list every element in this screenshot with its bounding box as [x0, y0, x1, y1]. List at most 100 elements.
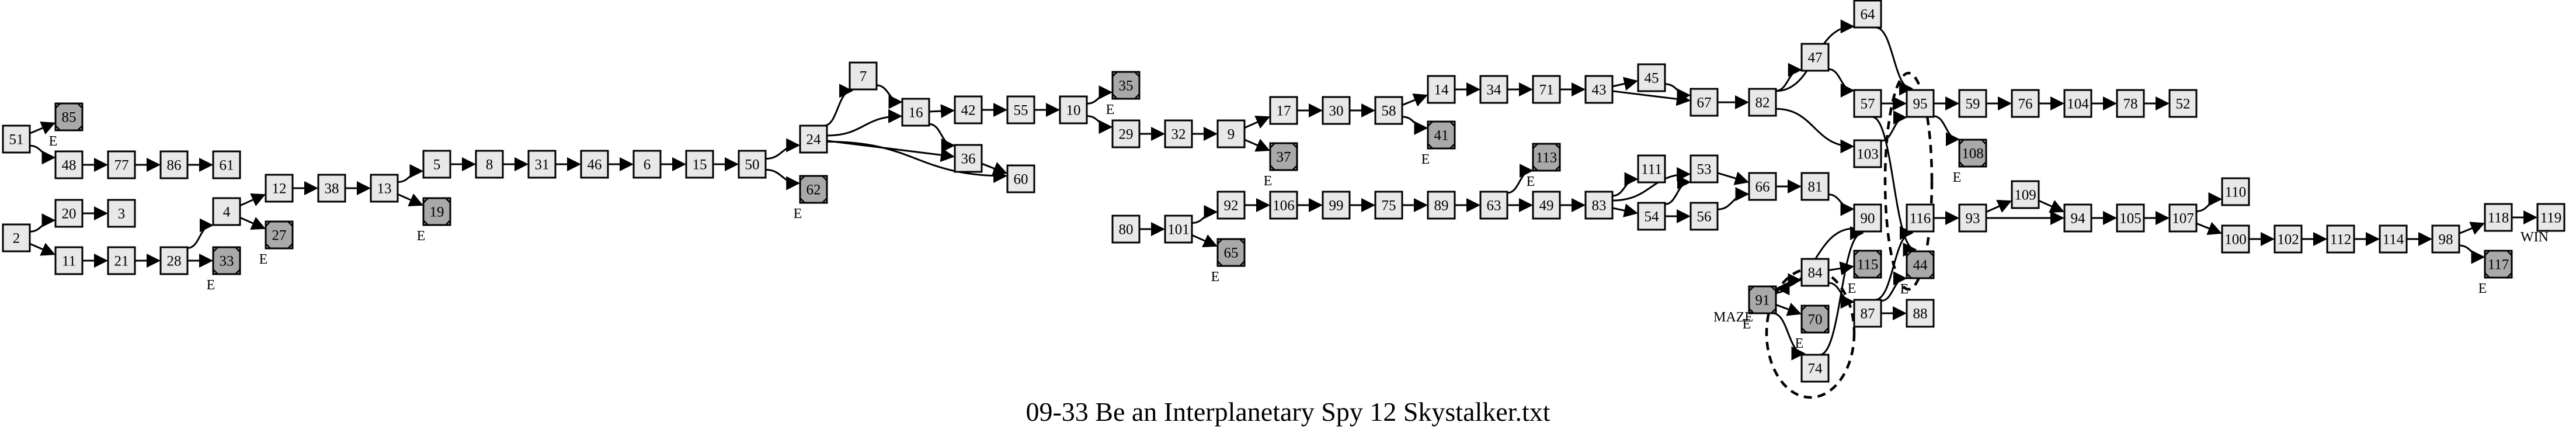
edge-24-to-36 — [826, 140, 955, 162]
edge-36-to-60 — [981, 162, 1007, 175]
node-61-label: 61 — [220, 158, 234, 174]
edge-9-to-17 — [1244, 116, 1271, 129]
edge-45-to-67 — [1664, 83, 1691, 102]
node-100-label: 100 — [2224, 232, 2247, 248]
end-tag-33: E — [207, 278, 215, 293]
node-105: 105 — [2116, 203, 2145, 233]
node-99-box — [1322, 191, 1351, 220]
node-42-box — [954, 95, 983, 124]
edge-47-to-57 — [1828, 68, 1855, 98]
node-45-label: 45 — [1645, 71, 1659, 86]
node-60-label: 60 — [1014, 172, 1028, 188]
edge-103-to-95 — [1880, 110, 1907, 142]
node-9-label: 9 — [1228, 127, 1235, 143]
edge-64-to-95 — [1875, 26, 1913, 96]
node-101: 101 — [1164, 214, 1193, 244]
node-74: 74 — [1800, 354, 1830, 383]
node-42: 42 — [954, 95, 983, 124]
node-107: 107 — [2168, 203, 2198, 233]
end-node-corner — [445, 220, 451, 226]
node-51-label: 51 — [9, 132, 24, 148]
end-tag-115: E — [1848, 281, 1857, 296]
node-56-label: 56 — [1697, 209, 1712, 225]
node-4: 4 — [212, 197, 241, 226]
edge-98-to-117 — [2459, 244, 2485, 264]
node-10: 10 — [1059, 95, 1088, 124]
end-node-corner — [1217, 261, 1223, 267]
node-81: 81 — [1800, 172, 1830, 201]
edge-4-to-12 — [239, 193, 266, 207]
node-28-label: 28 — [167, 254, 182, 269]
node-7: 7 — [849, 61, 878, 91]
node-80-box — [1111, 214, 1141, 244]
end-node-corner — [265, 221, 271, 227]
node-117: 117 — [2484, 250, 2513, 279]
node-115-label: 115 — [1857, 257, 1879, 273]
node-102: 102 — [2273, 224, 2303, 254]
node-35-box — [1111, 71, 1141, 100]
node-31-box — [527, 150, 557, 179]
node-21-label: 21 — [114, 254, 129, 269]
node-94-label: 94 — [2071, 211, 2086, 227]
node-108: 108 — [1958, 139, 1987, 168]
node-35: 35 — [1111, 71, 1141, 100]
node-2-box — [2, 223, 31, 252]
node-55-box — [1006, 95, 1035, 124]
node-41-label: 41 — [1434, 128, 1449, 144]
end-tag-37: E — [1264, 174, 1273, 189]
node-5: 5 — [422, 150, 451, 179]
edge-107-to-100 — [2196, 222, 2222, 236]
node-107-label: 107 — [2172, 211, 2194, 227]
node-58: 58 — [1374, 96, 1403, 125]
end-node-corner — [1555, 143, 1560, 149]
end-node-corner — [799, 175, 805, 181]
node-116: 116 — [1906, 203, 1935, 233]
end-tag-113: E — [1527, 174, 1535, 189]
end-node-corner — [55, 103, 61, 109]
end-tag-65: E — [1211, 269, 1220, 285]
node-76-label: 76 — [2018, 96, 2033, 112]
node-85-label: 85 — [62, 110, 77, 126]
end-tag-108: E — [1953, 170, 1962, 185]
node-15-box — [685, 150, 714, 179]
node-4-box — [212, 197, 241, 226]
end-node-corner — [1801, 305, 1807, 311]
end-node-corner — [1239, 238, 1245, 244]
node-109: 109 — [2011, 180, 2040, 209]
node-47-box — [1800, 43, 1830, 72]
end-node-corner — [1771, 308, 1777, 314]
node-53-label: 53 — [1697, 162, 1712, 178]
edge-82-to-103 — [1775, 108, 1855, 154]
node-107-box — [2168, 203, 2198, 233]
node-87-box — [1853, 299, 1882, 328]
end-node-corner — [822, 198, 828, 203]
node-62: 62 — [799, 175, 828, 204]
end-node-corner — [287, 243, 293, 249]
node-53-box — [1689, 154, 1719, 184]
edge-83-to-53 — [1612, 167, 1691, 202]
end-node-corner — [1239, 261, 1245, 267]
node-14-box — [1427, 75, 1456, 104]
end-node-corner — [1823, 305, 1829, 311]
node-118: 118 — [2484, 203, 2513, 232]
end-node-corner — [1112, 94, 1118, 99]
node-27: 27 — [265, 220, 294, 250]
node-61: 61 — [212, 150, 241, 179]
node-70-label: 70 — [1808, 312, 1823, 328]
end-node-corner — [77, 125, 83, 131]
node-24: 24 — [799, 124, 828, 154]
node-45-box — [1637, 63, 1666, 92]
node-99-label: 99 — [1329, 198, 1344, 214]
edge-93-to-109 — [1986, 200, 2012, 213]
node-49-label: 49 — [1539, 198, 1554, 214]
edge-109-to-94 — [2038, 199, 2065, 213]
node-50-box — [738, 150, 767, 179]
node-51-box — [2, 124, 31, 154]
end-node-corner — [445, 198, 451, 203]
node-92-label: 92 — [1224, 198, 1239, 214]
edge-74-to-90 — [1819, 226, 1864, 356]
node-62-box — [799, 175, 828, 204]
node-43-label: 43 — [1592, 82, 1607, 98]
node-118-label: 118 — [2488, 210, 2509, 226]
